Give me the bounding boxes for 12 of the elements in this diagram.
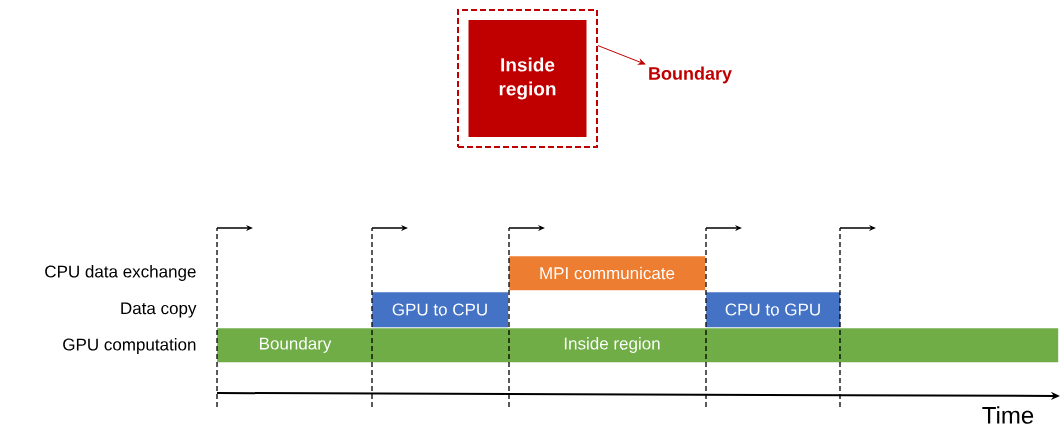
region-box: Inside region <box>468 20 587 137</box>
axis-label: Time <box>982 406 1034 424</box>
row-label: Data copy <box>121 302 197 318</box>
computation-bar: Boundary Inside region <box>217 328 1059 363</box>
arrow <box>597 45 646 65</box>
task-bar: GPU to CPU <box>372 292 509 328</box>
task-bar: MPI communicate <box>509 256 706 291</box>
boundary-label: Boundary <box>649 66 732 84</box>
dashed-frame <box>457 9 598 148</box>
row-label: GPU computation <box>63 338 196 354</box>
task-bar: CPU to GPU <box>706 292 841 328</box>
row-label: CPU data exchange <box>45 265 196 281</box>
